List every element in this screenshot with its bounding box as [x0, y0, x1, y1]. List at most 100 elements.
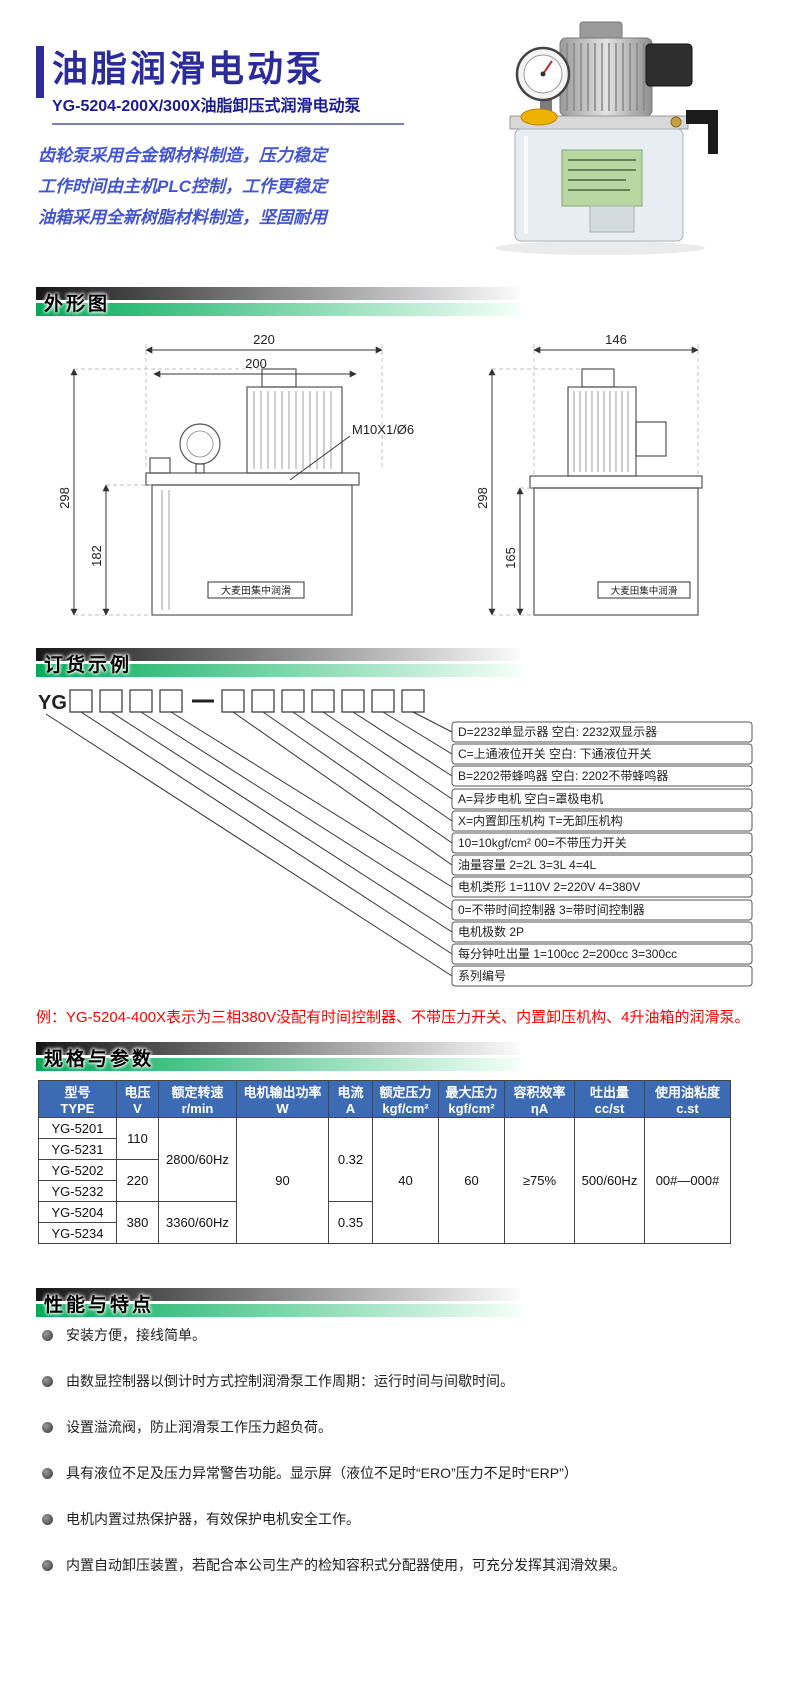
section-header-outline: 外形图 — [36, 287, 520, 317]
bullet-icon — [42, 1422, 53, 1433]
bullet-icon — [42, 1330, 53, 1341]
order-code-prefix: YG — [38, 692, 67, 714]
order-option-box — [451, 899, 753, 921]
order-option-box — [451, 854, 753, 876]
section-header-features: 性能与特点 — [36, 1288, 520, 1318]
order-option-box — [451, 810, 753, 832]
order-option-label: 每分钟吐出量 1=100cc 2=200cc 3=300cc — [458, 946, 677, 961]
cell-model: YG-5234 — [38, 1222, 117, 1244]
order-code-box — [371, 689, 395, 713]
mounting-bracket-arm — [708, 110, 718, 154]
order-option-box — [451, 743, 753, 765]
cell-model: YG-5202 — [38, 1159, 117, 1181]
feature-text: 电机内置过热保护器，有效保护电机安全工作。 — [66, 1511, 360, 1527]
table-row: YG-5204 380 3360/60Hz 0.35 — [38, 1201, 731, 1244]
tank-nameplate — [597, 581, 691, 599]
motor-cap — [581, 368, 615, 388]
order-option-label: 10=10kgf/cm² 00=不带压力开关 — [458, 836, 627, 850]
order-code-box — [311, 689, 335, 713]
gradient-bar-green — [36, 664, 520, 677]
gauge-stem-outline — [195, 463, 205, 474]
cell-discharge: 500/60Hz — [574, 1117, 645, 1244]
order-option-box — [451, 721, 753, 743]
order-option-box — [451, 943, 753, 965]
order-option-label: 油量容量 2=2L 3=3L 4=4L — [458, 857, 597, 872]
product-photo — [495, 21, 718, 255]
feature-item: 设置溢流阀，防止润滑泵工作压力超负荷。 — [38, 1418, 774, 1437]
section-header-specs: 规格与参数 — [36, 1042, 520, 1072]
gradient-bar-green — [36, 1058, 520, 1071]
motor-fins — [573, 391, 629, 472]
dim-146: 146 — [605, 332, 627, 347]
title-accent-bar — [36, 46, 44, 98]
table-row: YG-5234 — [38, 1222, 731, 1244]
feature-text: 具有液位不足及压力异常警告功能。显示屏（液位不足时“ERO”压力不足时“ERP”… — [66, 1465, 578, 1481]
intro-line: 齿轮泵采用合金钢材料制造，压力稳定 — [38, 146, 327, 165]
tank-nameplate-text: 大麦田集中润滑 — [221, 584, 291, 597]
dimension-drawing-side: 大麦田集中润滑 146 298 165 — [475, 332, 703, 616]
pump-top-plate — [529, 475, 703, 489]
order-code-box — [281, 689, 305, 713]
order-code-box — [251, 689, 275, 713]
page-title: 油脂润滑电动泵 — [52, 48, 326, 89]
cell-efficiency: ≥75% — [504, 1117, 575, 1244]
section-title-specs: 规格与参数 — [44, 1049, 155, 1070]
cell-power: 90 — [236, 1117, 329, 1244]
order-option-box — [451, 765, 753, 787]
table-row: YG-5201 110 2800/60Hz 90 0.32 40 60 ≥75%… — [38, 1117, 731, 1244]
feature-text: 设置溢流阀，防止润滑泵工作压力超负荷。 — [66, 1419, 332, 1435]
motor-fins — [566, 43, 645, 111]
tank-nameplate-text: 大麦田集中润滑 — [611, 585, 678, 597]
cell-voltage: 220 — [116, 1159, 159, 1202]
pump-head — [149, 457, 171, 474]
terminal-box — [645, 43, 693, 87]
ordering-example-note: 例：YG-5204-400X表示为三相380V没配有时间控制器、不带压力开关、内… — [36, 1009, 750, 1026]
leader-lines — [45, 711, 453, 977]
features-list: 安装方便，接线简单。 由数显控制器以倒计时方式控制润滑泵工作周期：运行时间与间歇… — [38, 1326, 774, 1602]
feature-item: 由数显控制器以倒计时方式控制润滑泵工作周期：运行时间与间歇时间。 — [38, 1372, 774, 1391]
order-option-box — [451, 965, 753, 987]
gradient-bar-green — [36, 1304, 520, 1317]
feature-text: 内置自动卸压装置，若配合本公司生产的检知容积式分配器使用，可充分发挥其润滑效果。 — [66, 1557, 626, 1573]
tank-label-lines — [568, 159, 636, 191]
oil-fill-cap — [520, 108, 558, 126]
bullet-icon — [42, 1376, 53, 1387]
section-title-features: 性能与特点 — [44, 1295, 155, 1316]
table-row: YG-5232 — [38, 1180, 731, 1202]
gradient-bar-dark — [36, 1288, 520, 1301]
cell-speed: 3360/60Hz — [158, 1201, 237, 1244]
order-code-box — [401, 689, 425, 713]
cell-model: YG-5204 — [38, 1201, 117, 1223]
pump-tank — [151, 484, 353, 616]
dim-298: 298 — [475, 487, 490, 509]
order-option-label: 0=不带时间控制器 3=带时间控制器 — [458, 903, 645, 917]
tank-label — [561, 149, 643, 207]
cell-current: 0.32 — [328, 1117, 373, 1202]
order-code-box — [221, 689, 245, 713]
order-option-label: B=2202带蜂鸣器 空白: 2202不带蜂鸣器 — [458, 768, 668, 783]
cell-model: YG-5232 — [38, 1180, 117, 1202]
bullet-icon — [42, 1514, 53, 1525]
order-option-box — [451, 832, 753, 854]
feature-item: 具有液位不足及压力异常警告功能。显示屏（液位不足时“ERO”压力不足时“ERP”… — [38, 1464, 774, 1483]
cell-current: 0.35 — [328, 1201, 373, 1244]
page-subtitle: YG-5204-200X/300X油脂卸压式润滑电动泵 — [52, 92, 404, 125]
feature-item: 内置自动卸压装置，若配合本公司生产的检知容积式分配器使用，可充分发挥其润滑效果。 — [38, 1556, 774, 1575]
order-code-box — [129, 689, 153, 713]
bullet-icon — [42, 1468, 53, 1479]
order-option-label: A=异步电机 空白=罩极电机 — [458, 791, 603, 806]
order-option-label: 电机类形 1=110V 2=220V 4=380V — [458, 880, 640, 894]
cell-voltage: 110 — [116, 1117, 159, 1160]
feature-item: 安装方便，接线简单。 — [38, 1326, 774, 1345]
photo-shadow — [495, 241, 705, 255]
order-option-box — [451, 876, 753, 898]
